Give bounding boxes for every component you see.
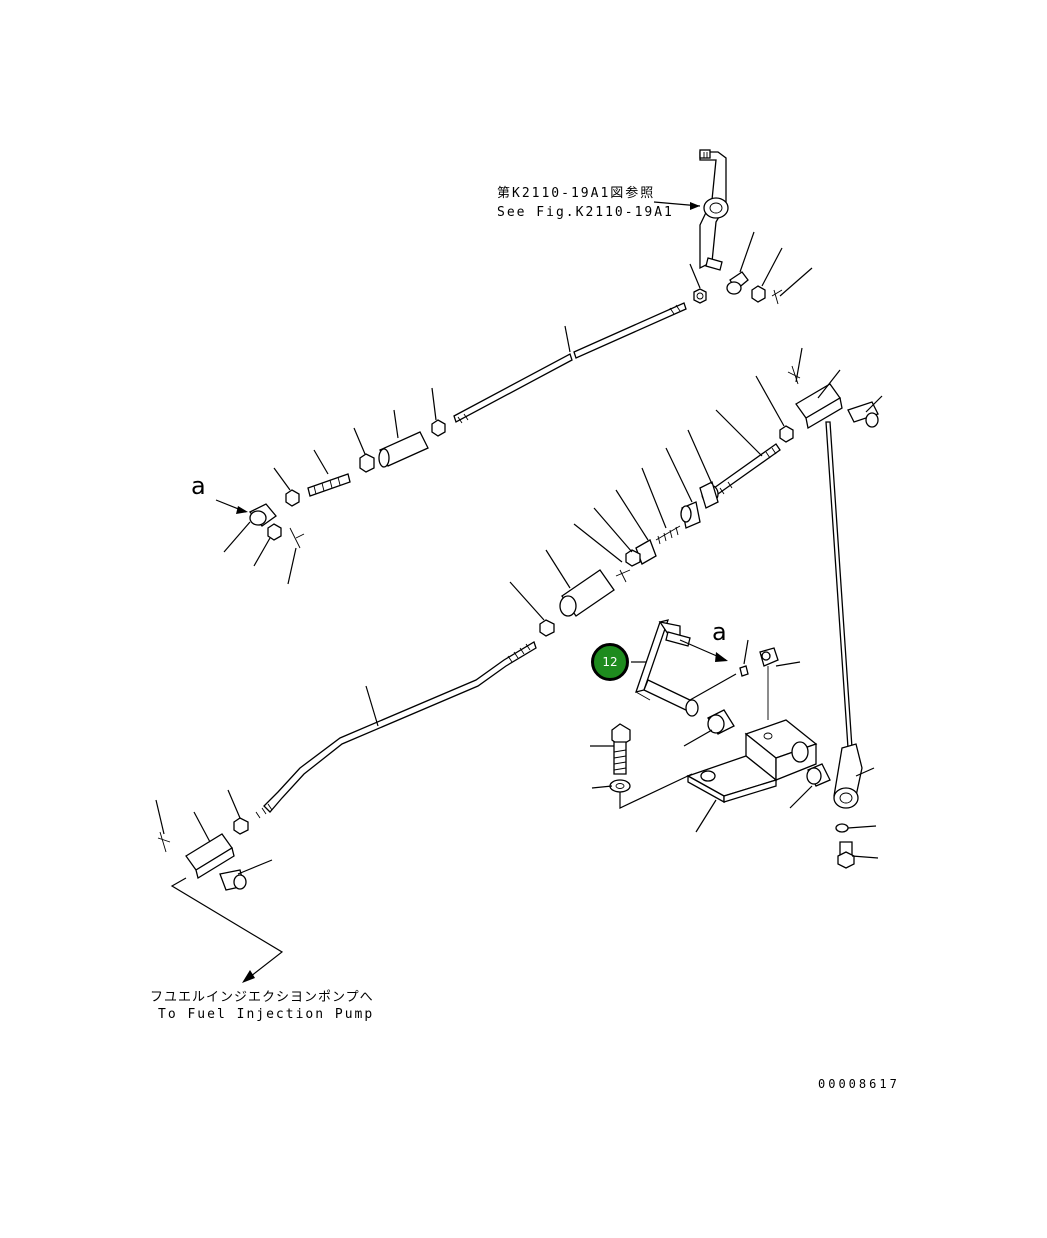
middle-rod: [625, 443, 781, 567]
lower-assembly: [157, 569, 615, 891]
view-marker-a-right: a: [712, 618, 727, 646]
part-callout-badge[interactable]: 12: [591, 643, 629, 681]
fuel-pump-leader: [170, 877, 284, 981]
bottom-reference-en: To Fuel Injection Pump: [158, 1007, 375, 1022]
bushing: [707, 709, 735, 735]
view-marker-a-left: a: [191, 472, 206, 500]
callout-number: 12: [602, 655, 618, 669]
drawing-number: 00008617: [818, 1077, 900, 1091]
bolt-and-washer: [609, 723, 631, 793]
top-reference-jp: 第K2110-19A1図参照: [497, 186, 656, 201]
grease-fitting: [759, 647, 779, 720]
top-nuts: [693, 271, 783, 305]
lower-right-lever: [833, 743, 863, 869]
upper-rod: [453, 302, 687, 424]
bottom-reference-jp: フユエルインジエクシヨンポンプへ: [150, 990, 374, 1005]
upper-lever: [699, 149, 729, 271]
pedal-lever: [634, 619, 749, 717]
top-reference-en: See Fig.K2110-19A1: [497, 205, 674, 220]
upper-rod-fittings: [248, 419, 446, 549]
vertical-link: [825, 421, 853, 749]
bushing-right: [806, 763, 831, 787]
bracket-block: [686, 719, 818, 804]
